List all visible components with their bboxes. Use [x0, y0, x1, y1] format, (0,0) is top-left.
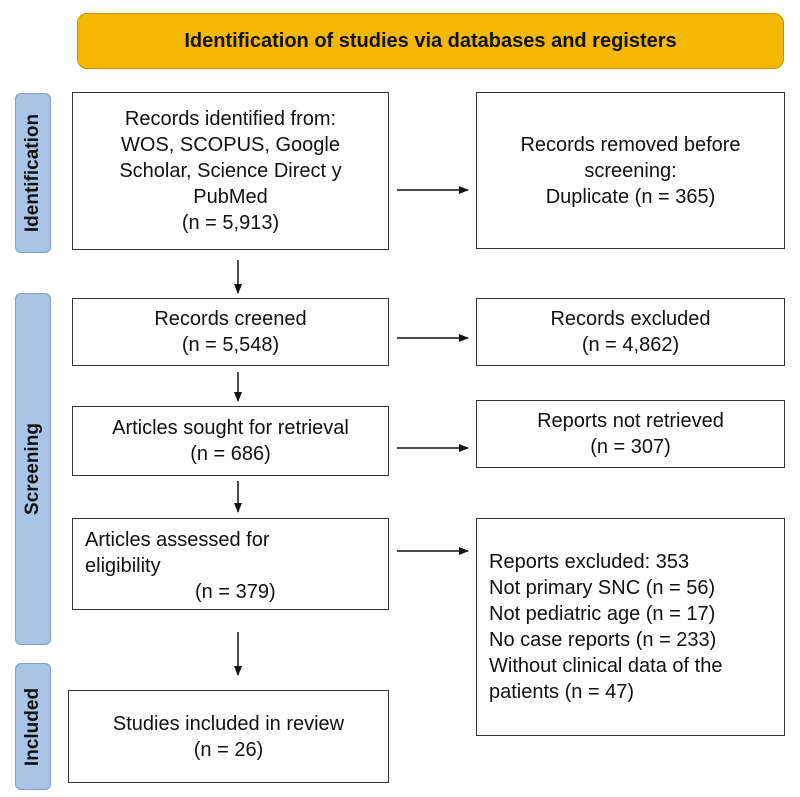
studies-included-count: (n = 26) [193, 738, 264, 761]
records-identified-count: (n = 5,913) [181, 212, 280, 234]
studies-included-box: Studies included in review (n = 26) [68, 690, 389, 783]
records-screened-box: Records creened (n = 5,548) [72, 298, 389, 366]
sought-retrieval-count: (n = 686) [190, 443, 271, 465]
reports-excluded-line: patients (n = 47) [489, 681, 635, 703]
header-banner: Identification of studies via databases … [77, 13, 784, 69]
reports-excluded-line: Not pediatric age (n = 17) [489, 603, 716, 625]
records-identified-line: PubMed [193, 186, 268, 208]
records-identified-line: Scholar, Science Direct y [119, 160, 342, 182]
reports-excluded-box: Reports excluded: 353 Not primary SNC (n… [476, 518, 785, 736]
assessed-eligibility-box: Articles assessed for eligibility (n = 3… [72, 518, 389, 610]
records-identified-line: Records identified from: [124, 108, 337, 130]
reports-excluded-line: Reports excluded: 353 [489, 551, 690, 573]
records-identified-box: Records identified from: WOS, SCOPUS, Go… [72, 92, 389, 250]
reports-excluded-line: Without clinical data of the [489, 655, 723, 677]
phase-included: Included [15, 663, 51, 790]
phase-identification: Identification [15, 93, 51, 253]
records-removed-line: screening: [584, 159, 677, 182]
records-identified-line: WOS, SCOPUS, Google [121, 134, 340, 156]
records-removed-line: Records removed before [520, 133, 741, 156]
assessed-eligibility-count: (n = 379) [195, 581, 276, 603]
sought-retrieval-box: Articles sought for retrieval (n = 686) [72, 406, 389, 476]
sought-retrieval-line: Articles sought for retrieval [112, 417, 349, 439]
records-excluded-count: (n = 4,862) [581, 334, 680, 356]
records-screened-line: Records creened [154, 308, 307, 330]
not-retrieved-box: Reports not retrieved (n = 307) [476, 400, 785, 468]
not-retrieved-count: (n = 307) [590, 436, 671, 458]
records-removed-count: Duplicate (n = 365) [545, 185, 716, 208]
records-excluded-box: Records excluded (n = 4,862) [476, 298, 785, 366]
studies-included-line: Studies included in review [112, 712, 345, 735]
assessed-eligibility-line: eligibility [85, 555, 161, 577]
phase-screening: Screening [15, 293, 51, 645]
header-title: Identification of studies via databases … [184, 29, 677, 52]
reports-excluded-line: No case reports (n = 233) [489, 629, 717, 651]
records-removed-box: Records removed before screening: Duplic… [476, 92, 785, 249]
records-screened-count: (n = 5,548) [181, 334, 280, 356]
not-retrieved-line: Reports not retrieved [537, 410, 724, 432]
records-excluded-line: Records excluded [550, 308, 711, 330]
reports-excluded-line: Not primary SNC (n = 56) [489, 577, 716, 599]
assessed-eligibility-line: Articles assessed for [85, 529, 270, 551]
